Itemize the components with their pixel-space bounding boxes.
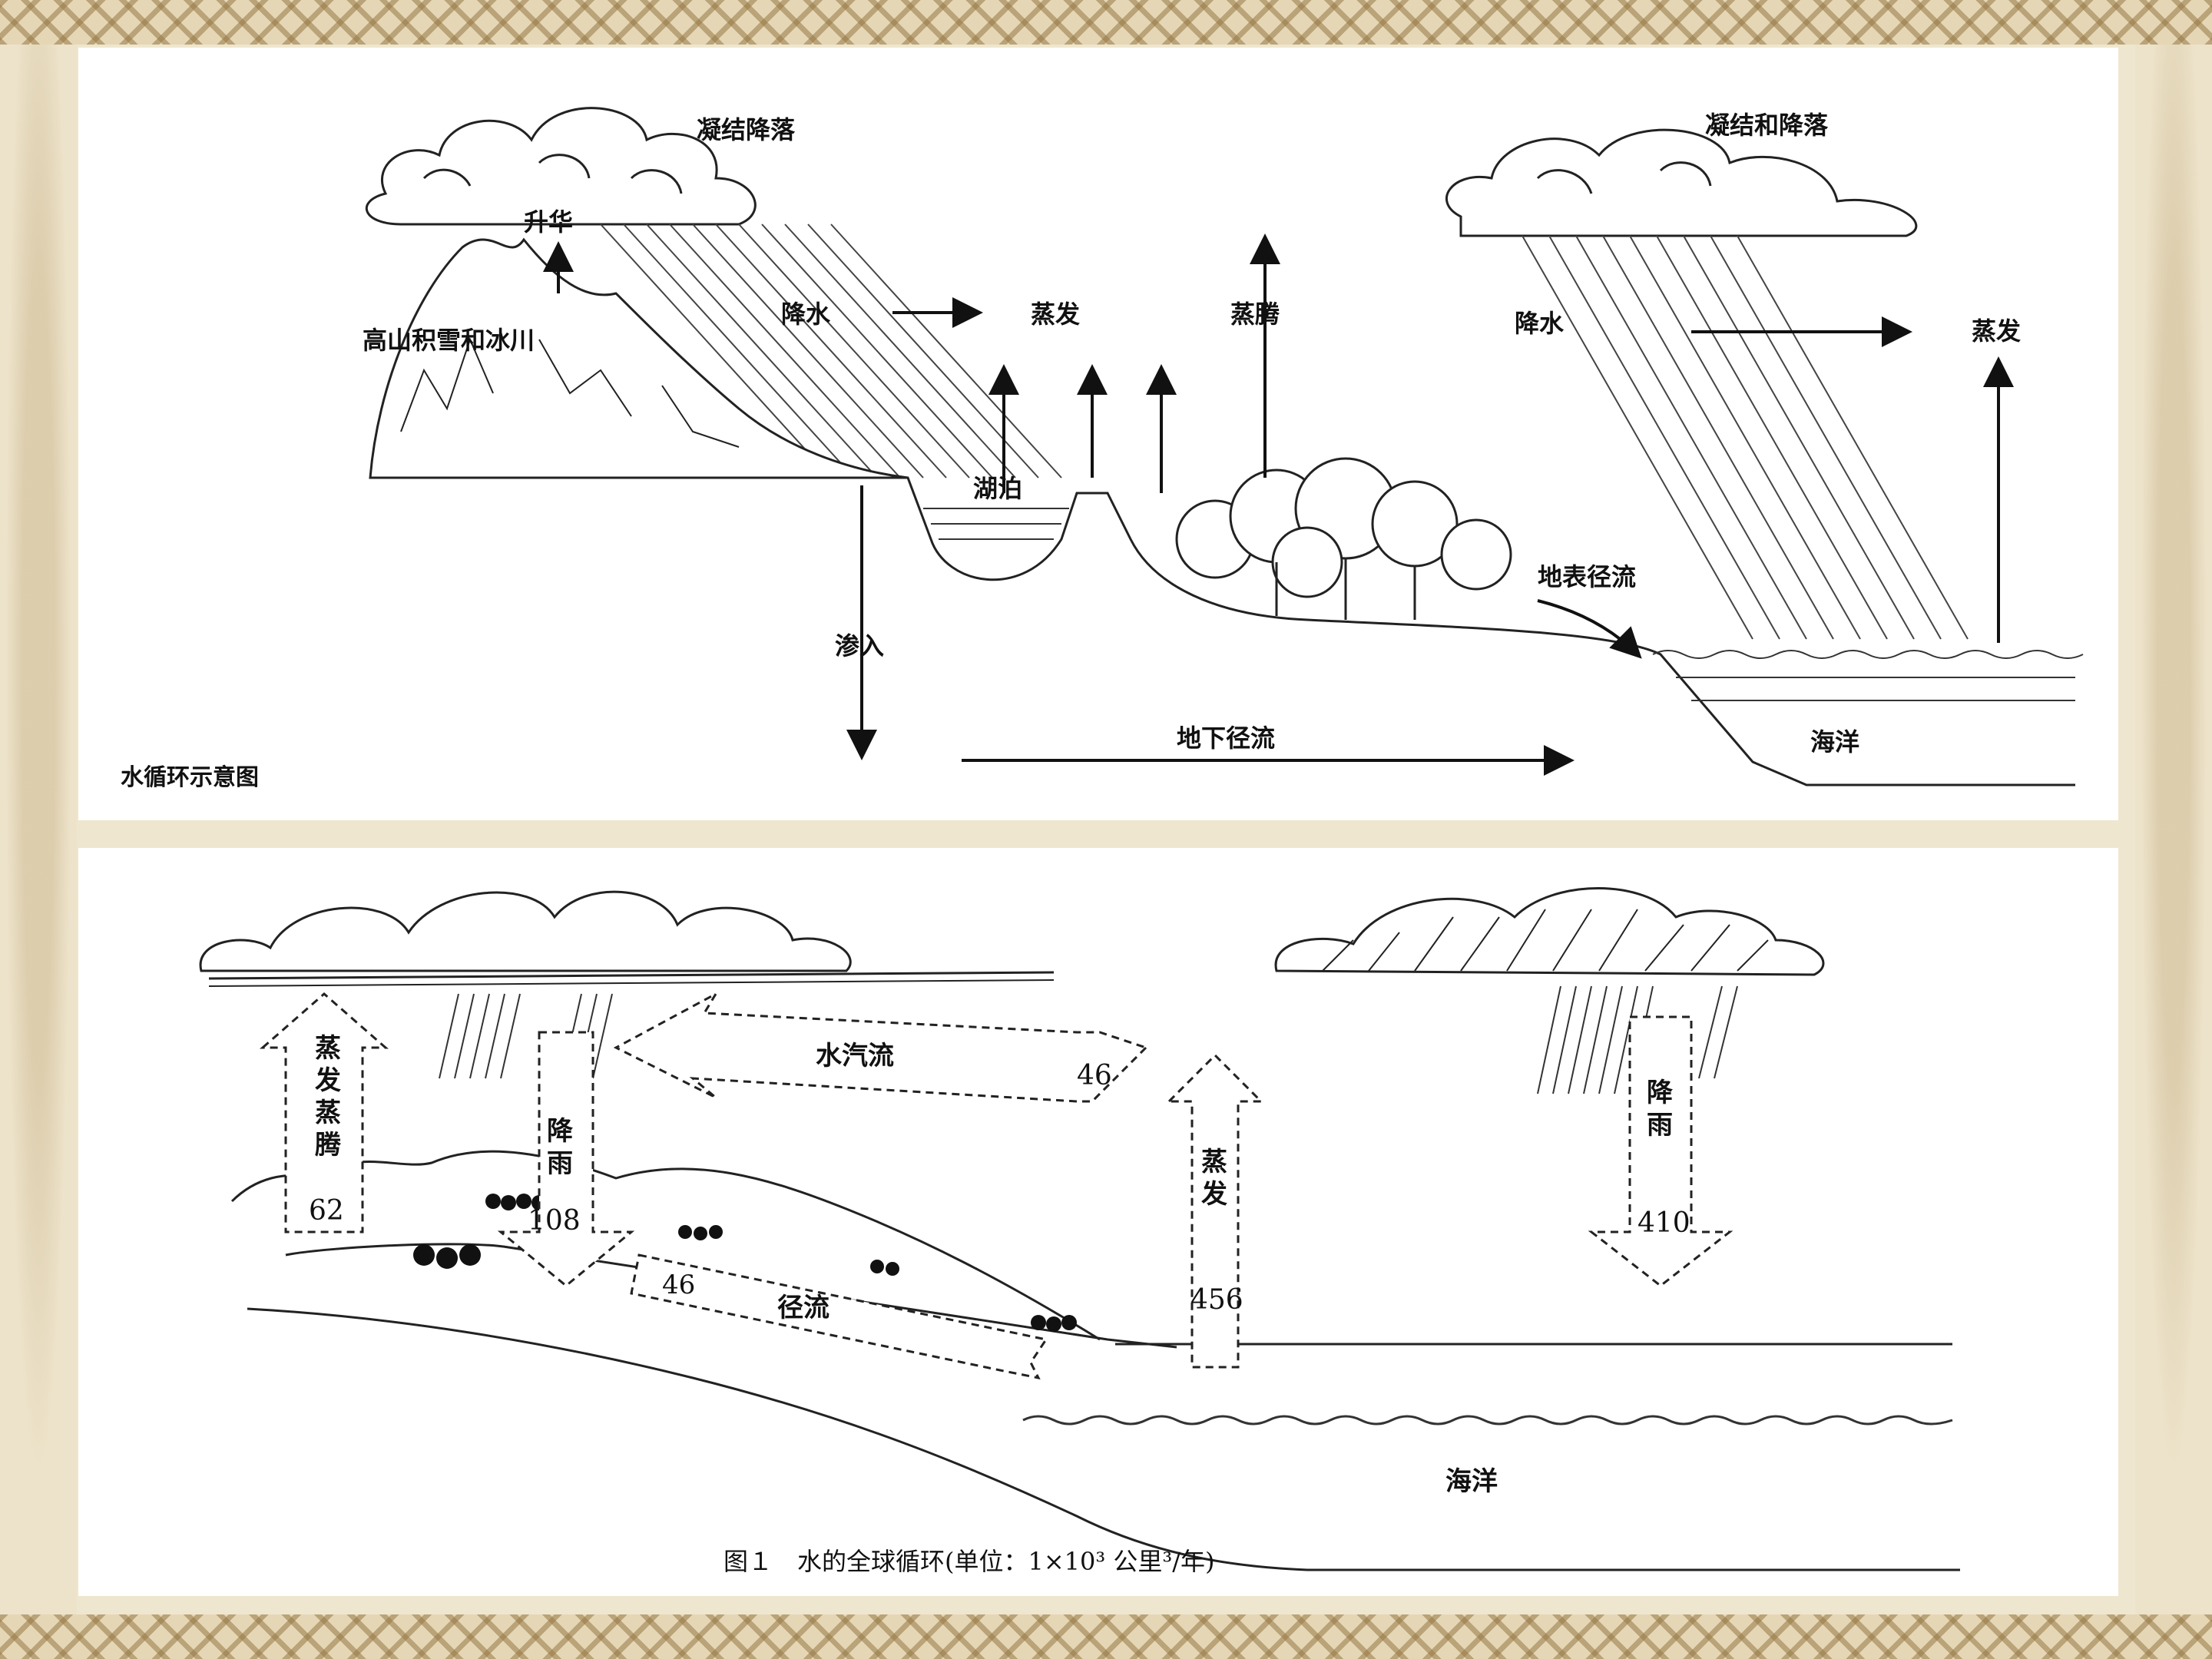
label-sublimation: 升华 [524, 207, 573, 237]
rain-left [600, 224, 1062, 478]
cloud-land [199, 890, 1055, 987]
label-runoff: 径流 [777, 1293, 830, 1323]
ocean-surface [1652, 650, 2084, 701]
process-arrows [543, 233, 2014, 776]
arrow-runoff [630, 1253, 1048, 1380]
mountains-snow-glacier [369, 237, 909, 479]
arrow-vapor-flow [613, 991, 1148, 1103]
value-rain-land: 108 [528, 1205, 581, 1237]
land-profile-bottom [230, 1150, 1960, 1571]
rain-ocean-hatch [1537, 985, 1738, 1094]
land-profile [877, 476, 2075, 786]
label-surface-runoff: 地表径流 [1538, 562, 1636, 591]
value-evap-transp: 62 [309, 1195, 344, 1227]
label-vapor-flow: 水汽流 [816, 1041, 894, 1071]
cloud-right [1445, 128, 1918, 237]
label-condense-right: 凝结和降落 [1705, 111, 1829, 140]
label-infiltration: 渗入 [835, 631, 884, 661]
water-cycle-diagram: 凝结降落 凝结和降落 升华 高山积雪和冰川 降水 蒸发 蒸腾 降水 蒸发 湖泊 … [121, 107, 2084, 791]
decorative-side-left [0, 45, 77, 1614]
label-rain-land-2: 雨 [547, 1148, 573, 1179]
label-evap-right: 蒸发 [1972, 316, 2021, 346]
label-evap-ocean-2: 发 [1201, 1179, 1227, 1210]
value-vapor-flow: 46 [1077, 1060, 1112, 1091]
label-snow-glacier: 高山积雪和冰川 [363, 326, 535, 355]
arrow-rain-land [497, 1031, 635, 1287]
value-runoff: 46 [662, 1270, 695, 1300]
value-rain-ocean: 410 [1637, 1207, 1690, 1239]
label-evap-left: 蒸发 [1031, 300, 1080, 329]
global-water-cycle-diagram: 蒸 发 蒸 腾 62 降 雨 108 水汽流 46 46 径流 蒸 发 456 … [199, 887, 1960, 1576]
value-evap-ocean: 456 [1190, 1284, 1243, 1316]
cloud-ocean [1274, 887, 1825, 976]
rain-right [1522, 235, 1969, 640]
ocean-waves [1022, 1415, 1953, 1426]
label-evap-ocean-1: 蒸 [1201, 1147, 1227, 1177]
label-rain-land-1: 降 [547, 1116, 574, 1147]
label-transpiration: 蒸腾 [1230, 300, 1280, 329]
label-precip-right: 降水 [1515, 309, 1565, 338]
label-evap-transp-1: 蒸 [315, 1033, 341, 1064]
label-lake: 湖泊 [973, 474, 1022, 503]
label-condense-left: 凝结降落 [697, 115, 796, 144]
caption-bottom: 图１ 水的全球循环(单位：1×10³ 公里³/年) [724, 1547, 1214, 1576]
decorative-border-top [0, 0, 2212, 45]
trees [413, 1194, 1077, 1332]
flow-arrows [260, 991, 1734, 1380]
decorative-side-right [2135, 45, 2212, 1614]
arrow-rain-ocean [1588, 1015, 1734, 1287]
label-evap-transp-3: 蒸 [315, 1098, 341, 1128]
label-ocean-bottom: 海洋 [1445, 1466, 1498, 1497]
forest [1175, 457, 1512, 620]
label-groundwater-runoff: 地下径流 [1177, 724, 1275, 753]
label-rain-ocean-1: 降 [1647, 1078, 1674, 1108]
lake-water [923, 508, 1069, 540]
label-evap-transp-2: 发 [315, 1065, 341, 1096]
label-ocean-top: 海洋 [1810, 727, 1859, 757]
global-water-cycle-panel: 蒸 发 蒸 腾 62 降 雨 108 水汽流 46 46 径流 蒸 发 456 … [78, 848, 2118, 1596]
arrow-surface-runoff [1537, 599, 1642, 659]
label-precip-left: 降水 [781, 300, 831, 329]
caption-top: 水循环示意图 [121, 764, 259, 791]
arrow-evap-ocean [1166, 1053, 1264, 1369]
label-evap-transp-4: 腾 [315, 1130, 342, 1161]
decorative-border-bottom [0, 1614, 2212, 1659]
water-cycle-diagram-panel: 凝结降落 凝结和降落 升华 高山积雪和冰川 降水 蒸发 蒸腾 降水 蒸发 湖泊 … [78, 48, 2118, 820]
label-rain-ocean-2: 雨 [1647, 1110, 1673, 1141]
arrow-evap-transp-land [260, 992, 389, 1233]
